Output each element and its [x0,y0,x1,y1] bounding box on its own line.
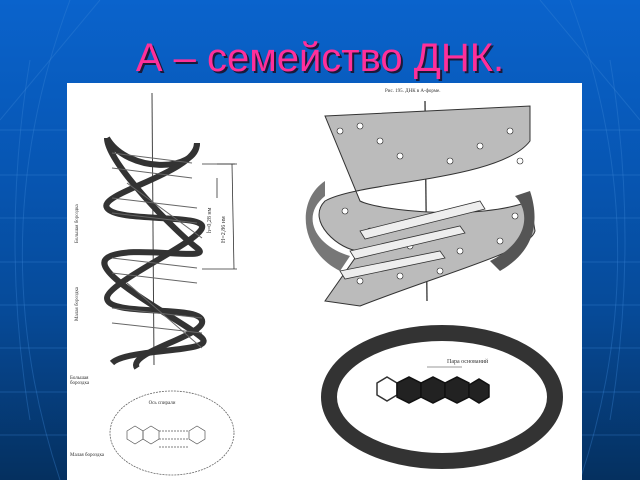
major-groove-label: Большая бороздка [75,204,80,243]
dna-figure: Рис. 195. ДНК в А-форме. h=0,28 нм H=2,8… [67,83,582,480]
slide-title: А – семейство ДНК. [135,36,505,80]
small-minor-groove-label: Малая бороздка [70,453,105,458]
axis-label: Ось спирали [148,401,176,406]
dim-small-label: h=0,28 нм [207,207,213,233]
large-cross-section-ring [321,325,563,469]
base-pair-label: Пара оснований [447,359,489,365]
figure-caption: Рис. 195. ДНК в А-форме. [385,89,441,94]
small-major-groove-label: Большая бороздка [70,376,90,386]
a-dna-molecular-model [305,101,536,307]
small-cross-section-diagram [109,390,235,476]
minor-groove-label: Малая бороздка [75,286,80,321]
dim-large-label: H=2,86 нм [221,216,227,243]
a-dna-helix-ribbon-diagram [101,92,237,370]
